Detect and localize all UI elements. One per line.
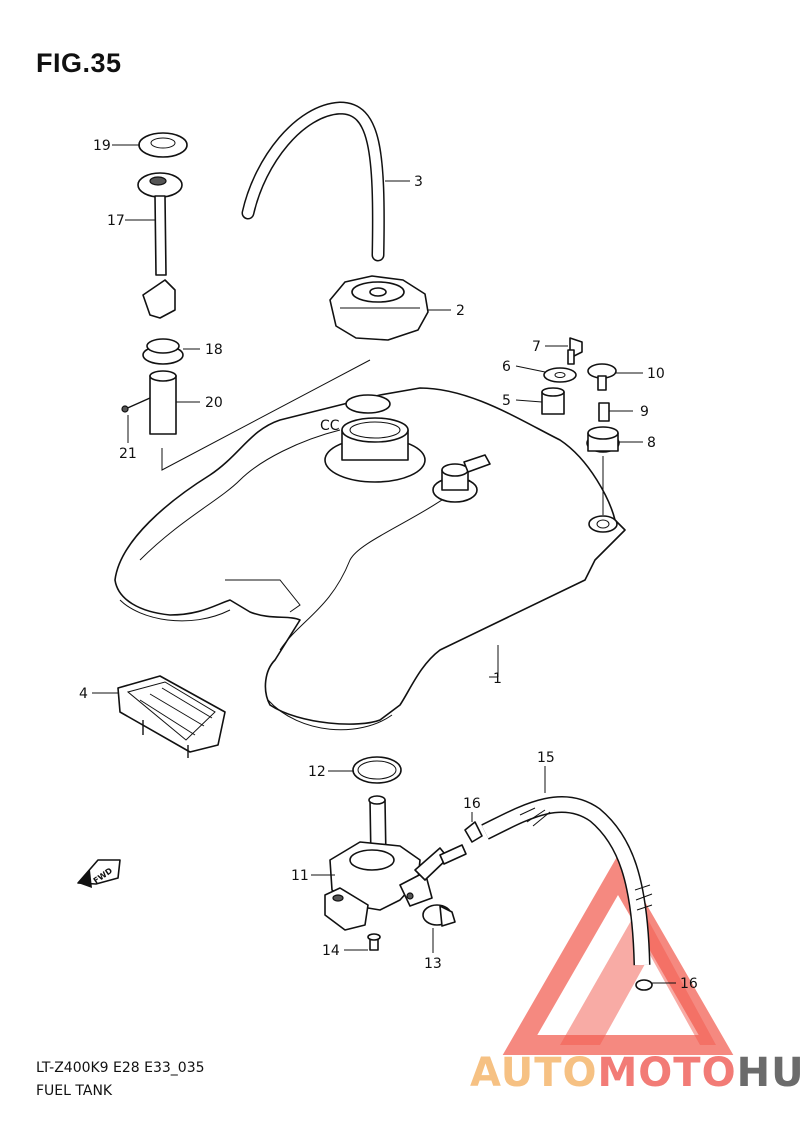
figure-caption: FUEL TANK: [36, 1083, 113, 1099]
callout-12: 12: [308, 764, 326, 780]
callout-19: 19: [93, 138, 111, 154]
callout-17: 17: [107, 213, 125, 229]
callout-16-upper: 16: [463, 796, 481, 812]
callout-9: 9: [640, 404, 649, 420]
callout-11: 11: [291, 868, 309, 884]
fuel-cap: [329, 275, 429, 341]
vent-hose: [241, 101, 385, 262]
callout-15: 15: [537, 750, 555, 766]
callout-20: 20: [205, 395, 223, 411]
callout-2: 2: [456, 303, 465, 319]
callout-21: 21: [119, 446, 137, 462]
callout-6: 6: [502, 359, 511, 375]
forward-direction-icon: [77, 859, 121, 888]
callout-3: 3: [414, 174, 423, 190]
watermark-part-moto: MOTO: [597, 1050, 737, 1096]
fuel-tank-body: CC: [114, 387, 626, 731]
callout-8: 8: [647, 435, 656, 451]
fuel-hose: [464, 796, 653, 991]
callout-4: 4: [79, 686, 88, 702]
fuel-valve: [324, 795, 467, 951]
callout-16-lower: 16: [680, 976, 698, 992]
callout-labels: 1 2 3 4 5 6 7 8 9 10 11 12 13 14 15 16 1…: [79, 138, 698, 992]
figure-title: FIG.35: [36, 48, 122, 78]
watermark-logo: AUTOMOTOHUB: [470, 1050, 800, 1096]
figure-code: LT-Z400K9 E28 E33_035: [36, 1060, 205, 1076]
callout-13: 13: [424, 956, 442, 972]
callout-14: 14: [322, 943, 340, 959]
callout-10: 10: [647, 366, 665, 382]
fuel-level-assembly: [121, 132, 371, 471]
tank-embossing: CC: [320, 418, 340, 434]
leader-lines: [92, 144, 676, 984]
callout-5: 5: [502, 393, 511, 409]
callout-7: 7: [532, 339, 541, 355]
watermark-triangle-icon: [502, 854, 734, 1055]
o-ring: [352, 756, 402, 784]
mount-hardware: [541, 337, 620, 515]
watermark-part-auto: AUTO: [470, 1050, 598, 1096]
callout-1: 1: [493, 671, 502, 687]
watermark-part-hub: HUB: [736, 1050, 800, 1096]
heat-shield-pad: [117, 675, 226, 758]
callout-18: 18: [205, 342, 223, 358]
